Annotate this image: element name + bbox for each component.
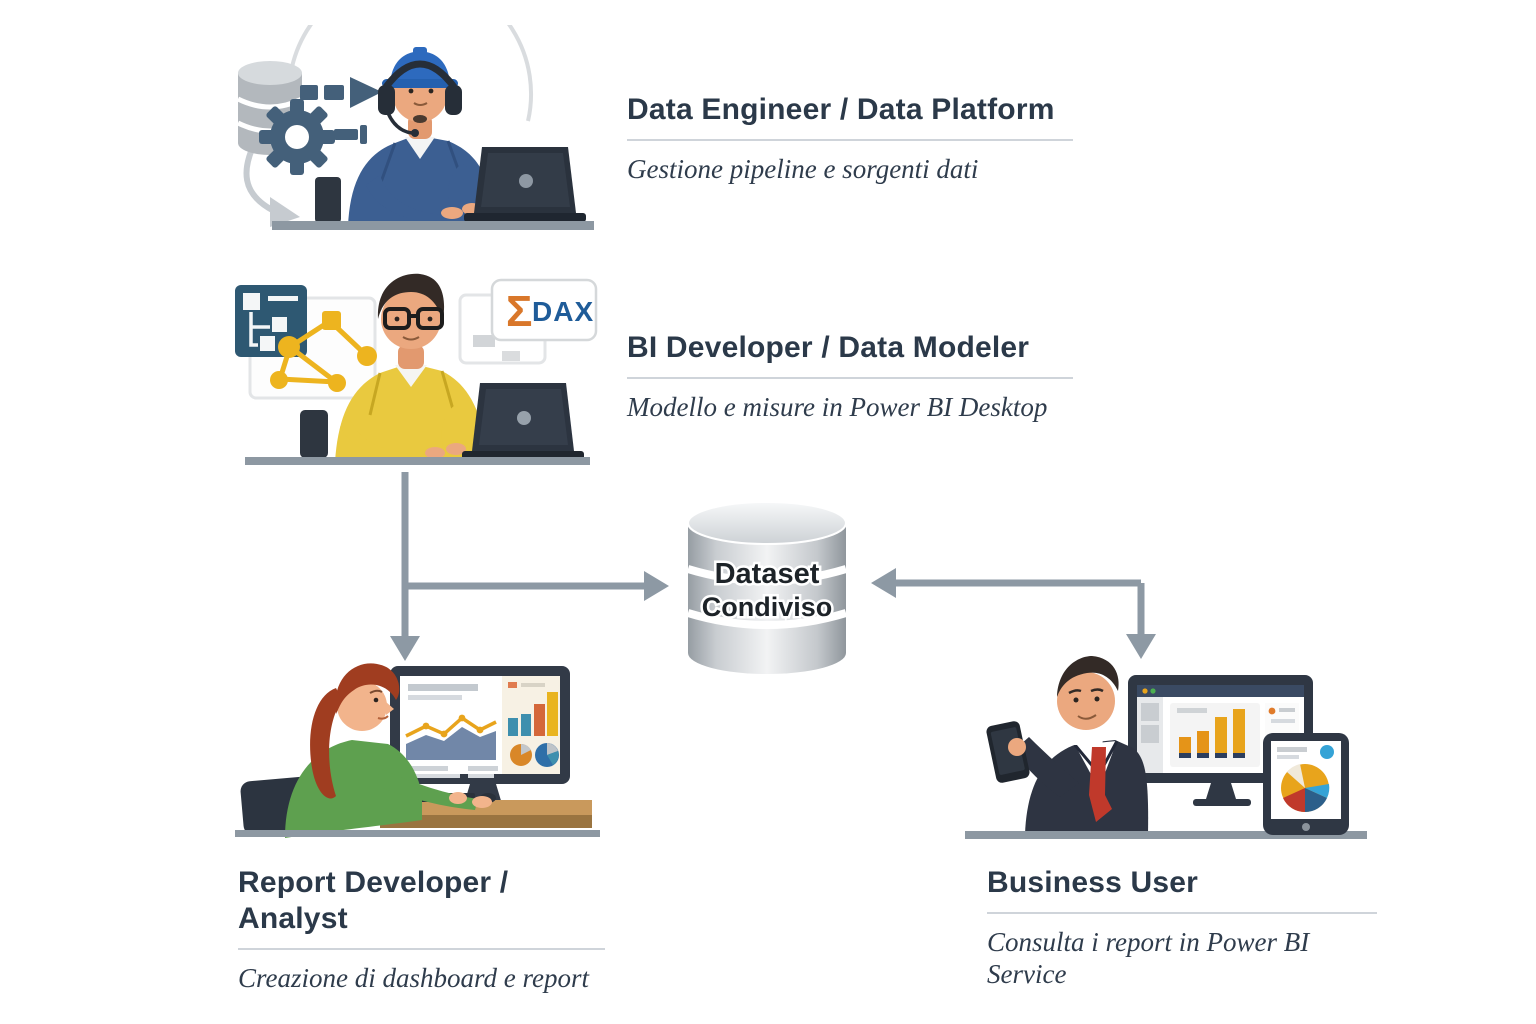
dataset-label-line2: Condiviso: [702, 592, 833, 622]
monitor-icon: [390, 666, 570, 804]
desk: [245, 457, 590, 465]
pipeline-arrow-icon: [300, 77, 382, 144]
divider: [238, 948, 605, 950]
floor-line: [235, 830, 600, 837]
bi-developer-illustration: Σ DAX: [235, 273, 598, 465]
headphones: [378, 60, 462, 137]
ponytail-hair: [310, 663, 400, 799]
pie-chart-icon: [1281, 764, 1330, 813]
background-arc: [290, 25, 534, 122]
tie: [1089, 747, 1112, 822]
divider: [627, 377, 1073, 379]
role-subtitle: Creazione di dashboard e report: [238, 963, 589, 993]
role-block-data-engineer: Data Engineer / Data Platform Gestione p…: [627, 92, 1073, 185]
chair: [300, 410, 328, 458]
desk: [272, 221, 594, 230]
role-subtitle: Modello e misure in Power BI Desktop: [627, 392, 1048, 422]
arrowhead-left: [871, 568, 896, 598]
role-subtitle: Gestione pipeline e sorgenti dati: [627, 154, 979, 184]
tablet-icon: [1263, 733, 1349, 835]
role-title: BI Developer / Data Modeler: [627, 331, 1030, 364]
role-title: Business User: [987, 866, 1199, 899]
worker-avatar: [348, 47, 494, 227]
business-user-illustration: [965, 656, 1367, 839]
role-subtitle: Consulta i report in Power BI Service: [987, 927, 1310, 989]
role-block-report-developer: Report Developer / Analyst Creazione di …: [238, 865, 605, 994]
arrowhead-right: [644, 571, 669, 601]
dax-badge: Σ DAX: [490, 278, 598, 342]
dataset-cylinder-icon: Dataset Condiviso: [686, 501, 848, 674]
network-graph-icon: [270, 311, 377, 392]
gear-icon: [259, 99, 335, 175]
role-block-business-user: Business User Consulta i report in Power…: [987, 865, 1377, 990]
glasses-icon: [383, 307, 444, 330]
laptop-icon: [462, 383, 584, 460]
analyst-avatar: [285, 663, 492, 838]
card-detail: [473, 335, 495, 347]
bar-chart-icon: [1170, 703, 1260, 767]
divider: [987, 912, 1377, 914]
dax-label: DAX: [532, 296, 594, 327]
role-title: Data Engineer / Data Platform: [627, 93, 1055, 126]
dataset-label-line1: Dataset: [715, 558, 820, 590]
desk: [965, 831, 1367, 839]
developer-avatar: [335, 273, 487, 463]
role-block-bi-developer: BI Developer / Data Modeler Modello e mi…: [627, 330, 1073, 423]
divider: [627, 139, 1073, 141]
businessman-avatar: [986, 656, 1149, 834]
role-title: Report Developer / Analyst: [238, 866, 509, 935]
dashboard-charts: [405, 682, 559, 778]
sigma-icon: Σ: [506, 287, 532, 336]
data-engineer-illustration: [236, 25, 594, 230]
laptop-icon: [464, 147, 586, 222]
chair: [315, 177, 341, 223]
report-developer-illustration: [235, 663, 600, 838]
card-detail: [502, 351, 520, 361]
